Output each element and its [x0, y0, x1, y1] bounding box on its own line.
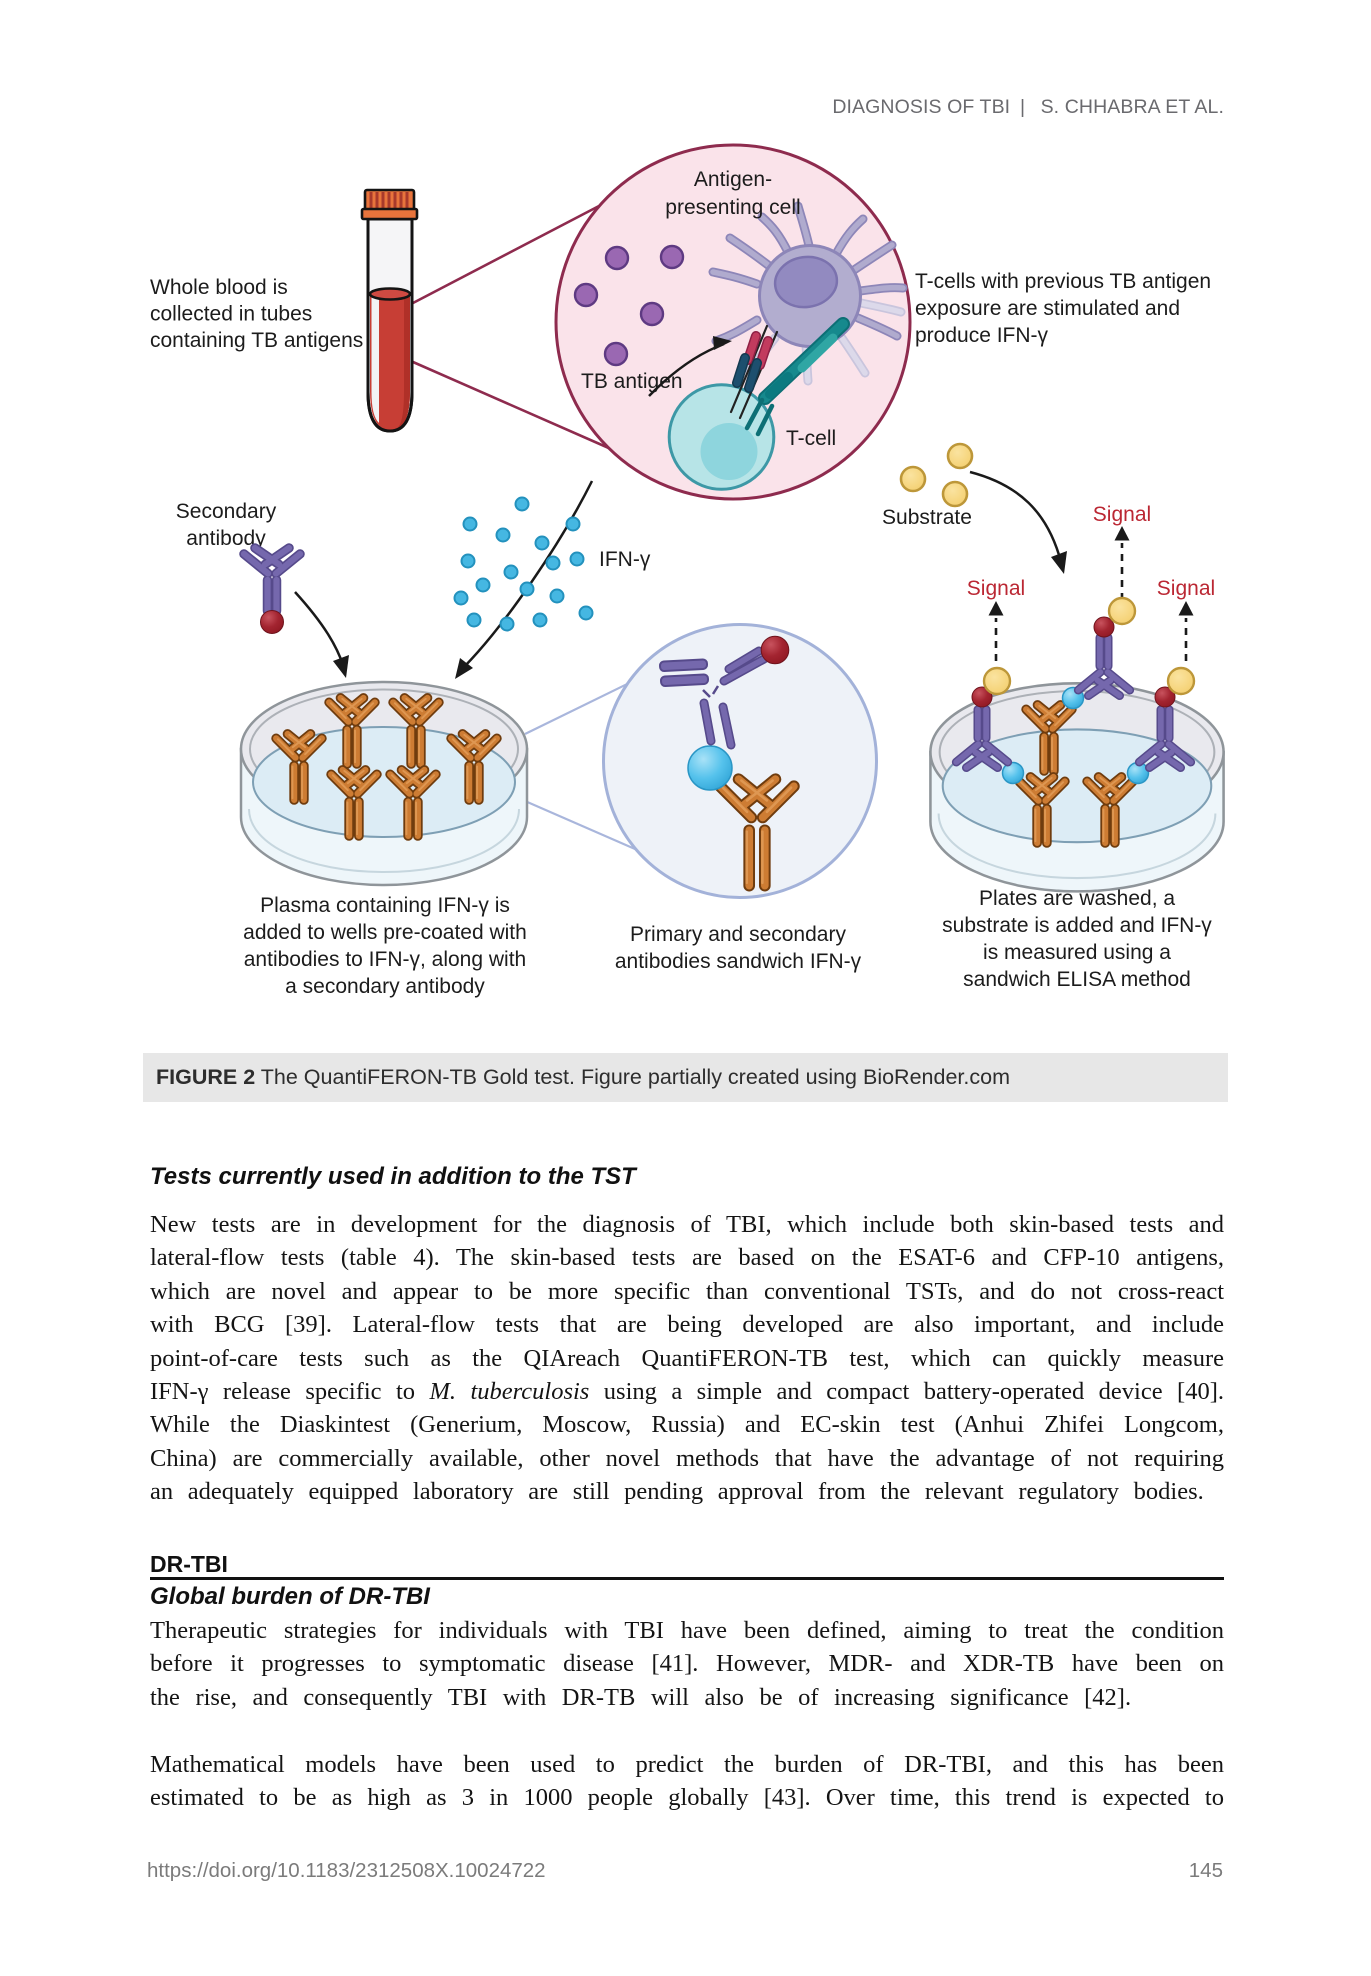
svg-text:is measured using a: is measured using a — [983, 941, 1171, 964]
svg-text:Signal: Signal — [1093, 503, 1151, 526]
svg-text:collected in tubes: collected in tubes — [150, 303, 312, 326]
svg-text:Plates are washed, a: Plates are washed, a — [979, 887, 1175, 910]
svg-text:Signal: Signal — [967, 577, 1025, 600]
svg-text:produce IFN-γ: produce IFN-γ — [915, 324, 1049, 347]
svg-text:Substrate: Substrate — [882, 506, 972, 529]
svg-text:Primary and secondary: Primary and secondary — [630, 923, 846, 946]
svg-text:Antigen-: Antigen- — [694, 168, 772, 191]
svg-text:a secondary antibody: a secondary antibody — [285, 975, 485, 998]
svg-text:IFN-γ: IFN-γ — [599, 548, 651, 571]
svg-text:T-cells with previous TB antig: T-cells with previous TB antigen — [915, 270, 1211, 293]
svg-text:Signal: Signal — [1157, 577, 1215, 600]
svg-text:antibodies to IFN-γ, along wit: antibodies to IFN-γ, along with — [244, 948, 526, 971]
svg-text:substrate is added and IFN-γ: substrate is added and IFN-γ — [942, 914, 1212, 937]
svg-text:containing TB antigens: containing TB antigens — [150, 329, 363, 352]
svg-text:Whole blood is: Whole blood is — [150, 276, 288, 299]
svg-text:sandwich ELISA method: sandwich ELISA method — [963, 968, 1191, 991]
svg-text:exposure are stimulated and: exposure are stimulated and — [915, 297, 1180, 320]
svg-text:TB antigen: TB antigen — [581, 370, 683, 393]
svg-text:added to wells pre-coated with: added to wells pre-coated with — [243, 921, 527, 944]
svg-text:presenting cell: presenting cell — [665, 196, 800, 219]
svg-text:Plasma containing IFN-γ is: Plasma containing IFN-γ is — [260, 894, 510, 917]
svg-text:antibody: antibody — [186, 527, 266, 550]
svg-text:antibodies sandwich IFN-γ: antibodies sandwich IFN-γ — [615, 950, 862, 973]
svg-text:Secondary: Secondary — [176, 500, 277, 523]
svg-text:T-cell: T-cell — [786, 427, 836, 450]
